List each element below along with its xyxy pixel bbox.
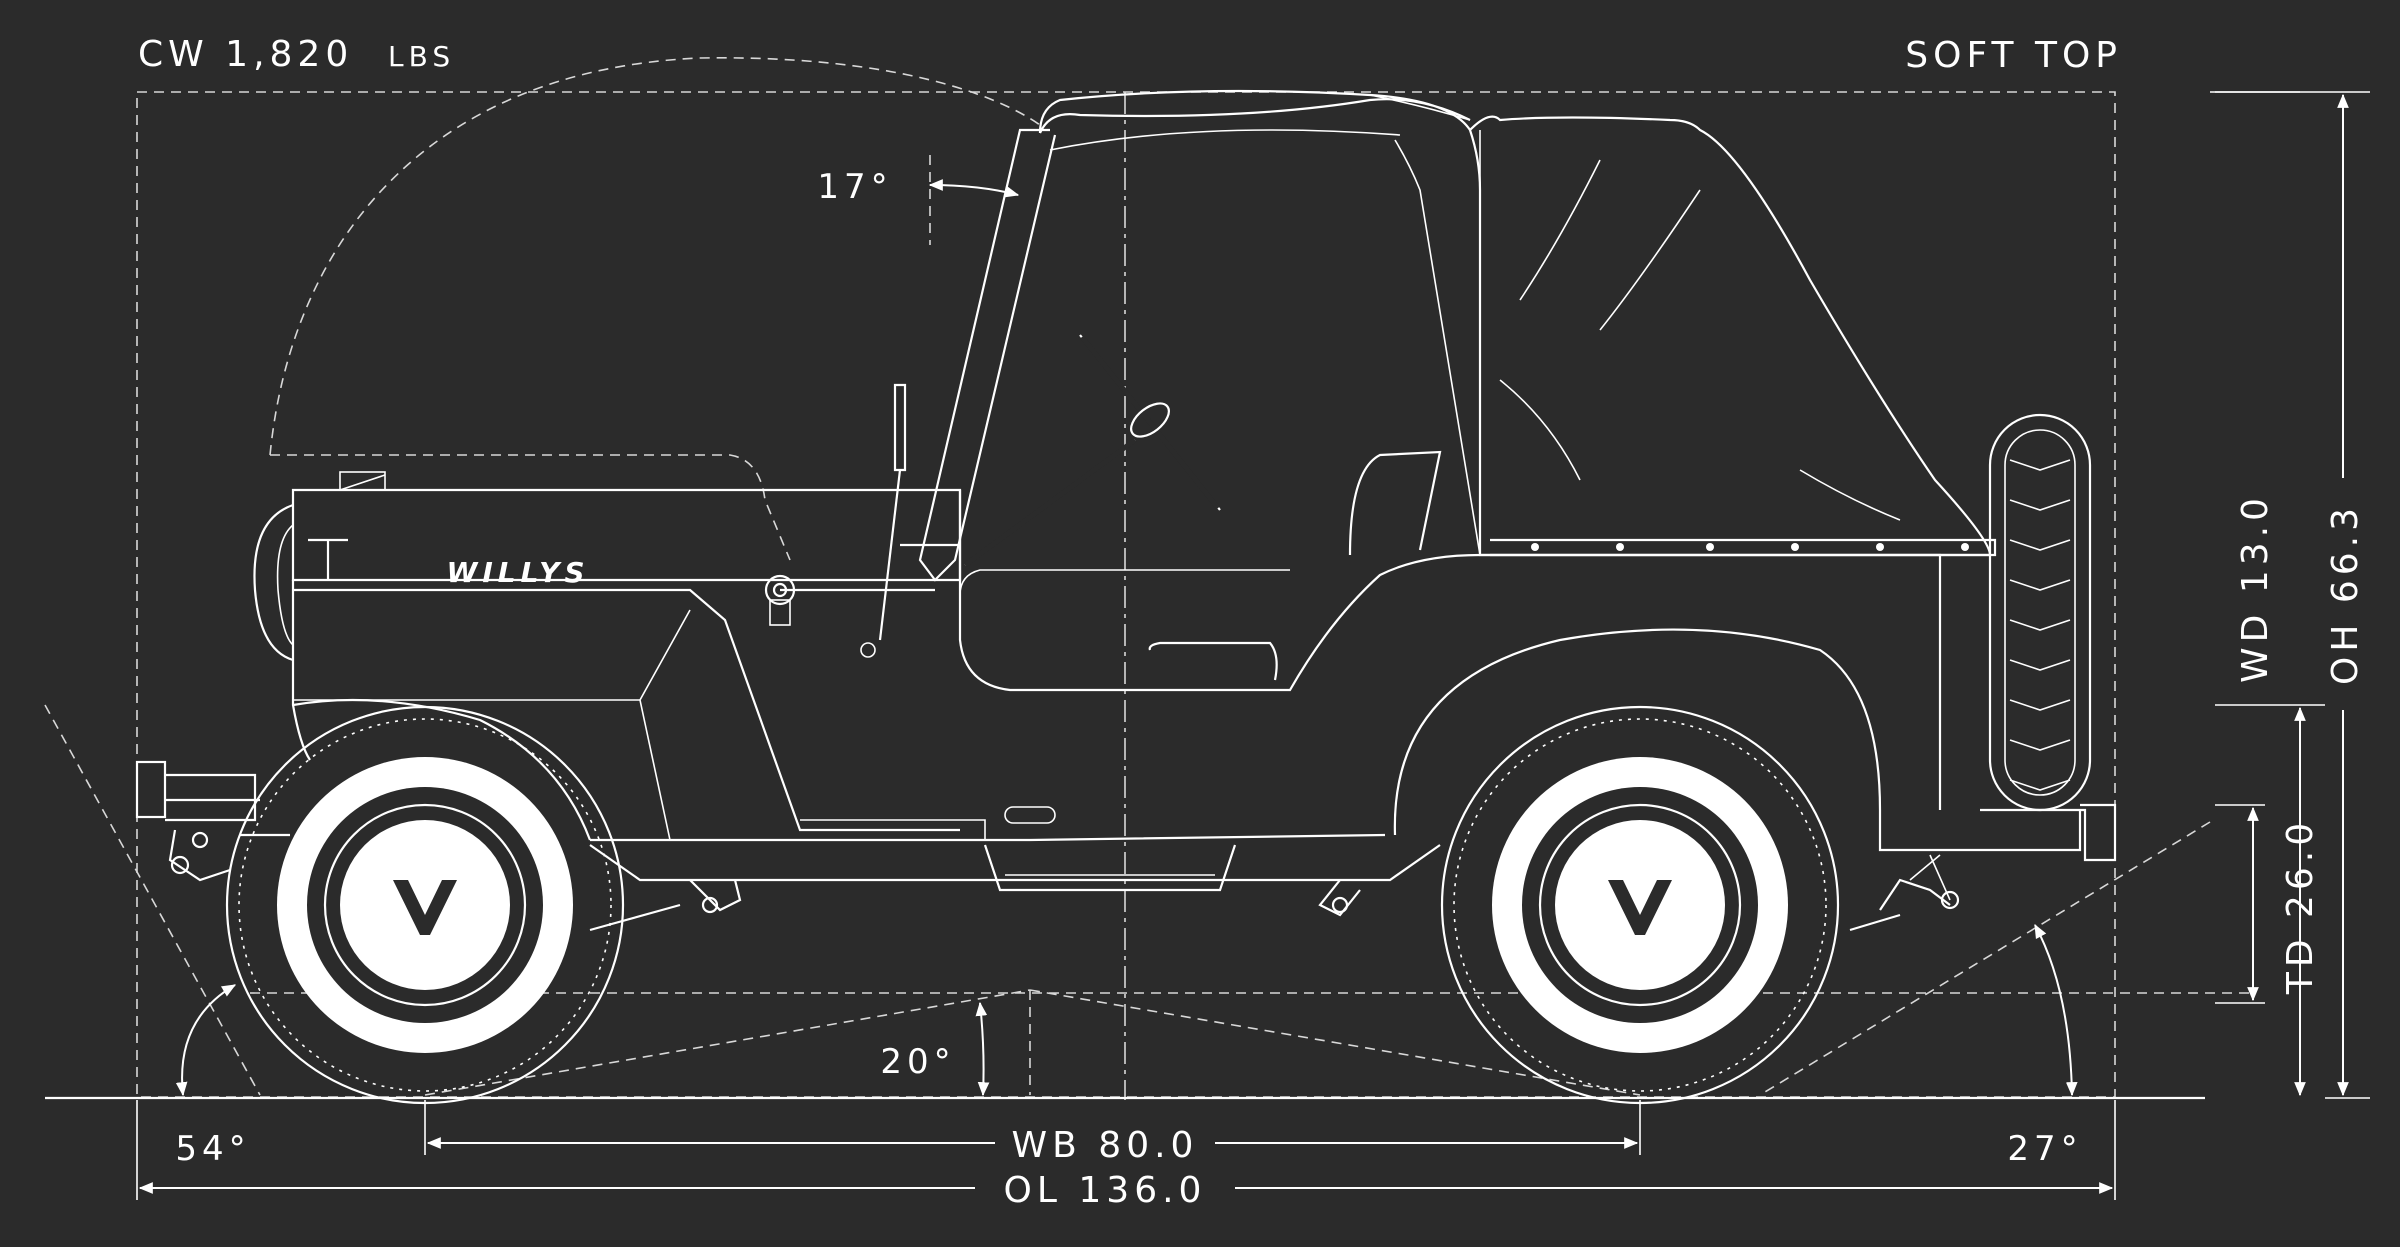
front-body-line <box>293 588 960 832</box>
rear-hubcap-w-icon <box>1608 880 1672 935</box>
side-mirror <box>893 383 907 472</box>
curb-weight-unit: LBS <box>388 40 455 73</box>
willys-badge: WILLYS <box>446 556 589 589</box>
tire-diameter-label: TD 26.0 <box>2280 818 2321 995</box>
step-plate <box>800 819 986 840</box>
front-suspension <box>168 829 742 932</box>
rear-rim-ring <box>1538 803 1742 1007</box>
front-wheel <box>225 705 625 1105</box>
hood-seam <box>339 474 386 491</box>
overall-height-label: OH 66.3 <box>2325 503 2366 685</box>
spare-tire <box>1988 413 2092 812</box>
mirror-mount <box>860 642 876 658</box>
steering-hub <box>1130 402 1170 438</box>
mirror-arm <box>878 469 902 641</box>
rocker-line <box>590 833 1386 842</box>
curb-weight-label: CW 1,820 <box>138 34 353 75</box>
front-fender <box>292 698 592 841</box>
breakover-angle-label: 20° <box>880 1042 955 1082</box>
rear-wheel <box>1440 705 1840 1105</box>
seat-back <box>1348 450 1442 556</box>
hood-vent <box>339 471 386 491</box>
rear-tire-tread <box>1453 718 1827 1092</box>
side-step <box>983 844 1237 892</box>
frame-rail <box>589 844 1441 882</box>
breakover-line-rear <box>1029 989 1641 1096</box>
soft-top-bottom-band <box>1490 538 1997 557</box>
steering-column-inner <box>1080 335 1220 510</box>
overall-height-dimension <box>2325 93 2370 1099</box>
soft-top-snaps <box>1531 543 1969 551</box>
soft-top-side-post <box>1394 139 1481 556</box>
departure-angle-arc <box>2034 923 2078 1097</box>
front-tire-tread <box>238 718 612 1092</box>
windshield-clamp <box>769 599 791 626</box>
folded-windshield-outline <box>270 454 791 561</box>
soft-top-wrinkles <box>1499 159 1901 521</box>
reference-lines <box>44 57 2370 1100</box>
breakover-angle-arc <box>975 1001 990 1097</box>
front-hubcap <box>340 820 510 990</box>
front-rim-ring <box>323 803 527 1007</box>
soft-top-crease-top <box>1369 94 1471 121</box>
hood <box>291 488 962 582</box>
spare-tire-tread <box>2009 459 2071 791</box>
overall-length-label: OL 136.0 <box>1004 1170 1207 1211</box>
windshield-fold-arc <box>269 57 1041 456</box>
overall-bounding-box <box>136 91 2116 1098</box>
top-type-label: SOFT TOP <box>1905 35 2122 76</box>
approach-angle-arc <box>175 984 237 1097</box>
wheelbase-label: WB 80.0 <box>1012 1125 1199 1166</box>
body-tub <box>958 490 1942 810</box>
fender-crease <box>639 609 691 841</box>
overall-length-dimension <box>136 1100 2116 1200</box>
wheel-diameter-dimension <box>2215 91 2306 1097</box>
front-bumper <box>135 760 167 819</box>
departure-angle-line <box>1759 821 2211 1096</box>
headlight-inner <box>276 524 294 646</box>
body-handle <box>1004 806 1056 824</box>
rear-fender <box>1393 628 1882 836</box>
front-hubcap-w-icon <box>393 880 457 935</box>
rear-bumper <box>1980 803 2117 862</box>
hood-latch <box>308 538 348 580</box>
bumper-bracket <box>165 773 257 822</box>
spare-tire-inner <box>2004 429 2076 796</box>
jeep-body <box>135 89 2117 932</box>
windshield-angle-arc <box>928 179 1020 198</box>
headlight <box>253 503 294 662</box>
windshield-angle-label: 17° <box>817 167 892 207</box>
front-bumper-frame <box>165 798 290 837</box>
soft-top-front-seam <box>1049 129 1401 151</box>
steering-shaft-inner <box>963 437 1137 568</box>
wheelbase-dimension <box>424 1100 1641 1155</box>
approach-angle-line <box>44 704 261 1096</box>
soft-top-outline <box>1038 89 1992 557</box>
door-cut <box>959 569 1290 596</box>
windshield-frame <box>918 128 1057 582</box>
approach-angle-label: 54° <box>175 1129 250 1169</box>
wheel-diameter-label: WD 13.0 <box>2235 493 2276 683</box>
rear-body-bottom <box>1878 810 2082 852</box>
breakover-line-front <box>424 989 1031 1096</box>
seat-bottom <box>1148 641 1278 681</box>
rear-suspension <box>1318 878 1960 932</box>
departure-angle-label: 27° <box>2007 1129 2082 1169</box>
rear-hubcap <box>1555 820 1725 990</box>
grille-front <box>291 580 311 761</box>
